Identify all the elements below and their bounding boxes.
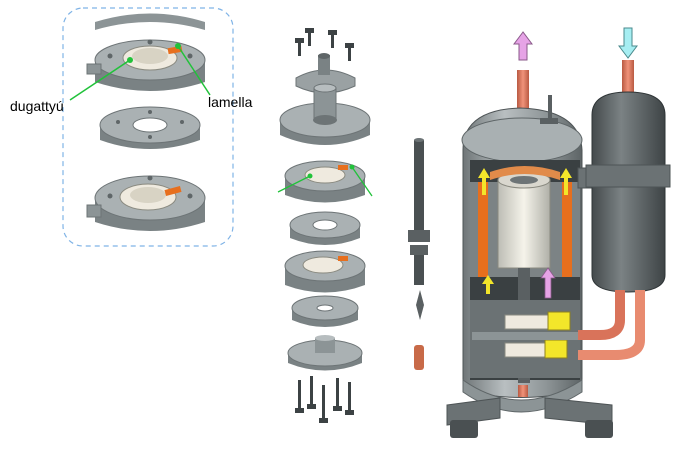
compressor-cutaway xyxy=(446,31,613,438)
detail-panel-border xyxy=(62,7,234,247)
bottom-bolts xyxy=(295,376,354,423)
piston-label: dugattyú xyxy=(10,98,64,114)
middle-plate xyxy=(99,106,201,149)
cylinder-top xyxy=(86,39,206,91)
piston-pointer xyxy=(69,59,131,101)
detail-panel xyxy=(62,7,234,247)
arrow-up-icon xyxy=(513,31,533,61)
vane-label: lamella xyxy=(208,94,253,110)
arrow-down-icon xyxy=(618,27,638,59)
cylinder-bottom xyxy=(86,175,206,231)
vane-pointer xyxy=(177,45,211,96)
top-bolts xyxy=(295,28,354,61)
crankshaft xyxy=(408,138,430,370)
exploded-stack xyxy=(277,28,373,423)
accumulator xyxy=(578,27,671,360)
